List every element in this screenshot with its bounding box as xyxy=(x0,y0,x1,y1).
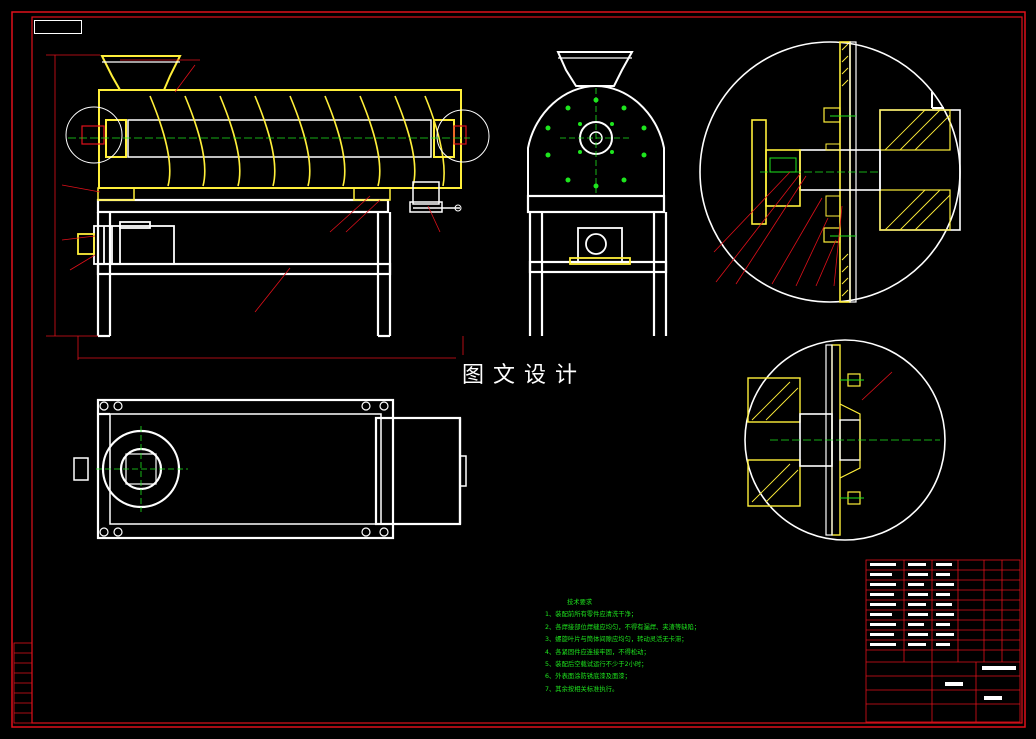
front-stand xyxy=(96,198,392,338)
plan-view xyxy=(73,398,467,540)
outer-frame xyxy=(11,11,1026,728)
drawing-number-tag xyxy=(34,20,82,34)
note-item: 4、各紧固件应连接牢固，不得松动； xyxy=(545,648,650,656)
side-motor xyxy=(569,227,631,265)
front-view xyxy=(46,54,490,360)
note-item: 7、其余按相关标准执行。 xyxy=(545,685,619,693)
barrel xyxy=(98,89,462,189)
notes-title: 技术要求 xyxy=(567,599,593,606)
side-view xyxy=(526,51,668,336)
inner-frame xyxy=(31,16,1023,724)
screw-flights xyxy=(149,95,445,187)
detail-b xyxy=(744,339,946,541)
left-stamp-column xyxy=(13,642,33,724)
watermark: 图文设计 xyxy=(456,355,593,391)
note-item: 5、装配后空载试运行不少于2小时； xyxy=(545,661,648,669)
detail-circle-b xyxy=(436,109,490,163)
side-stand xyxy=(526,194,668,336)
detail-a xyxy=(699,41,961,303)
note-item: 6、外表面涂防锈底漆及面漆； xyxy=(545,673,631,681)
detail-circle-a xyxy=(65,106,123,164)
technical-requirements: 技术要求 1、装配前所有零件应清洗干净； 2、各焊接部位焊缝应均匀，不得有漏焊、… xyxy=(545,597,700,696)
side-housing xyxy=(527,84,665,197)
side-hopper xyxy=(556,51,634,87)
note-item: 1、装配前所有零件应清洗干净； xyxy=(545,611,638,619)
motor xyxy=(77,221,175,265)
note-item: 3、螺旋叶片与筒体间隙应均匀，转动灵活无卡滞； xyxy=(545,636,688,644)
title-block xyxy=(865,559,1021,723)
note-item: 2、各焊接部位焊缝应均匀，不得有漏焊、夹渣等缺陷； xyxy=(545,623,701,631)
hopper xyxy=(100,55,182,91)
